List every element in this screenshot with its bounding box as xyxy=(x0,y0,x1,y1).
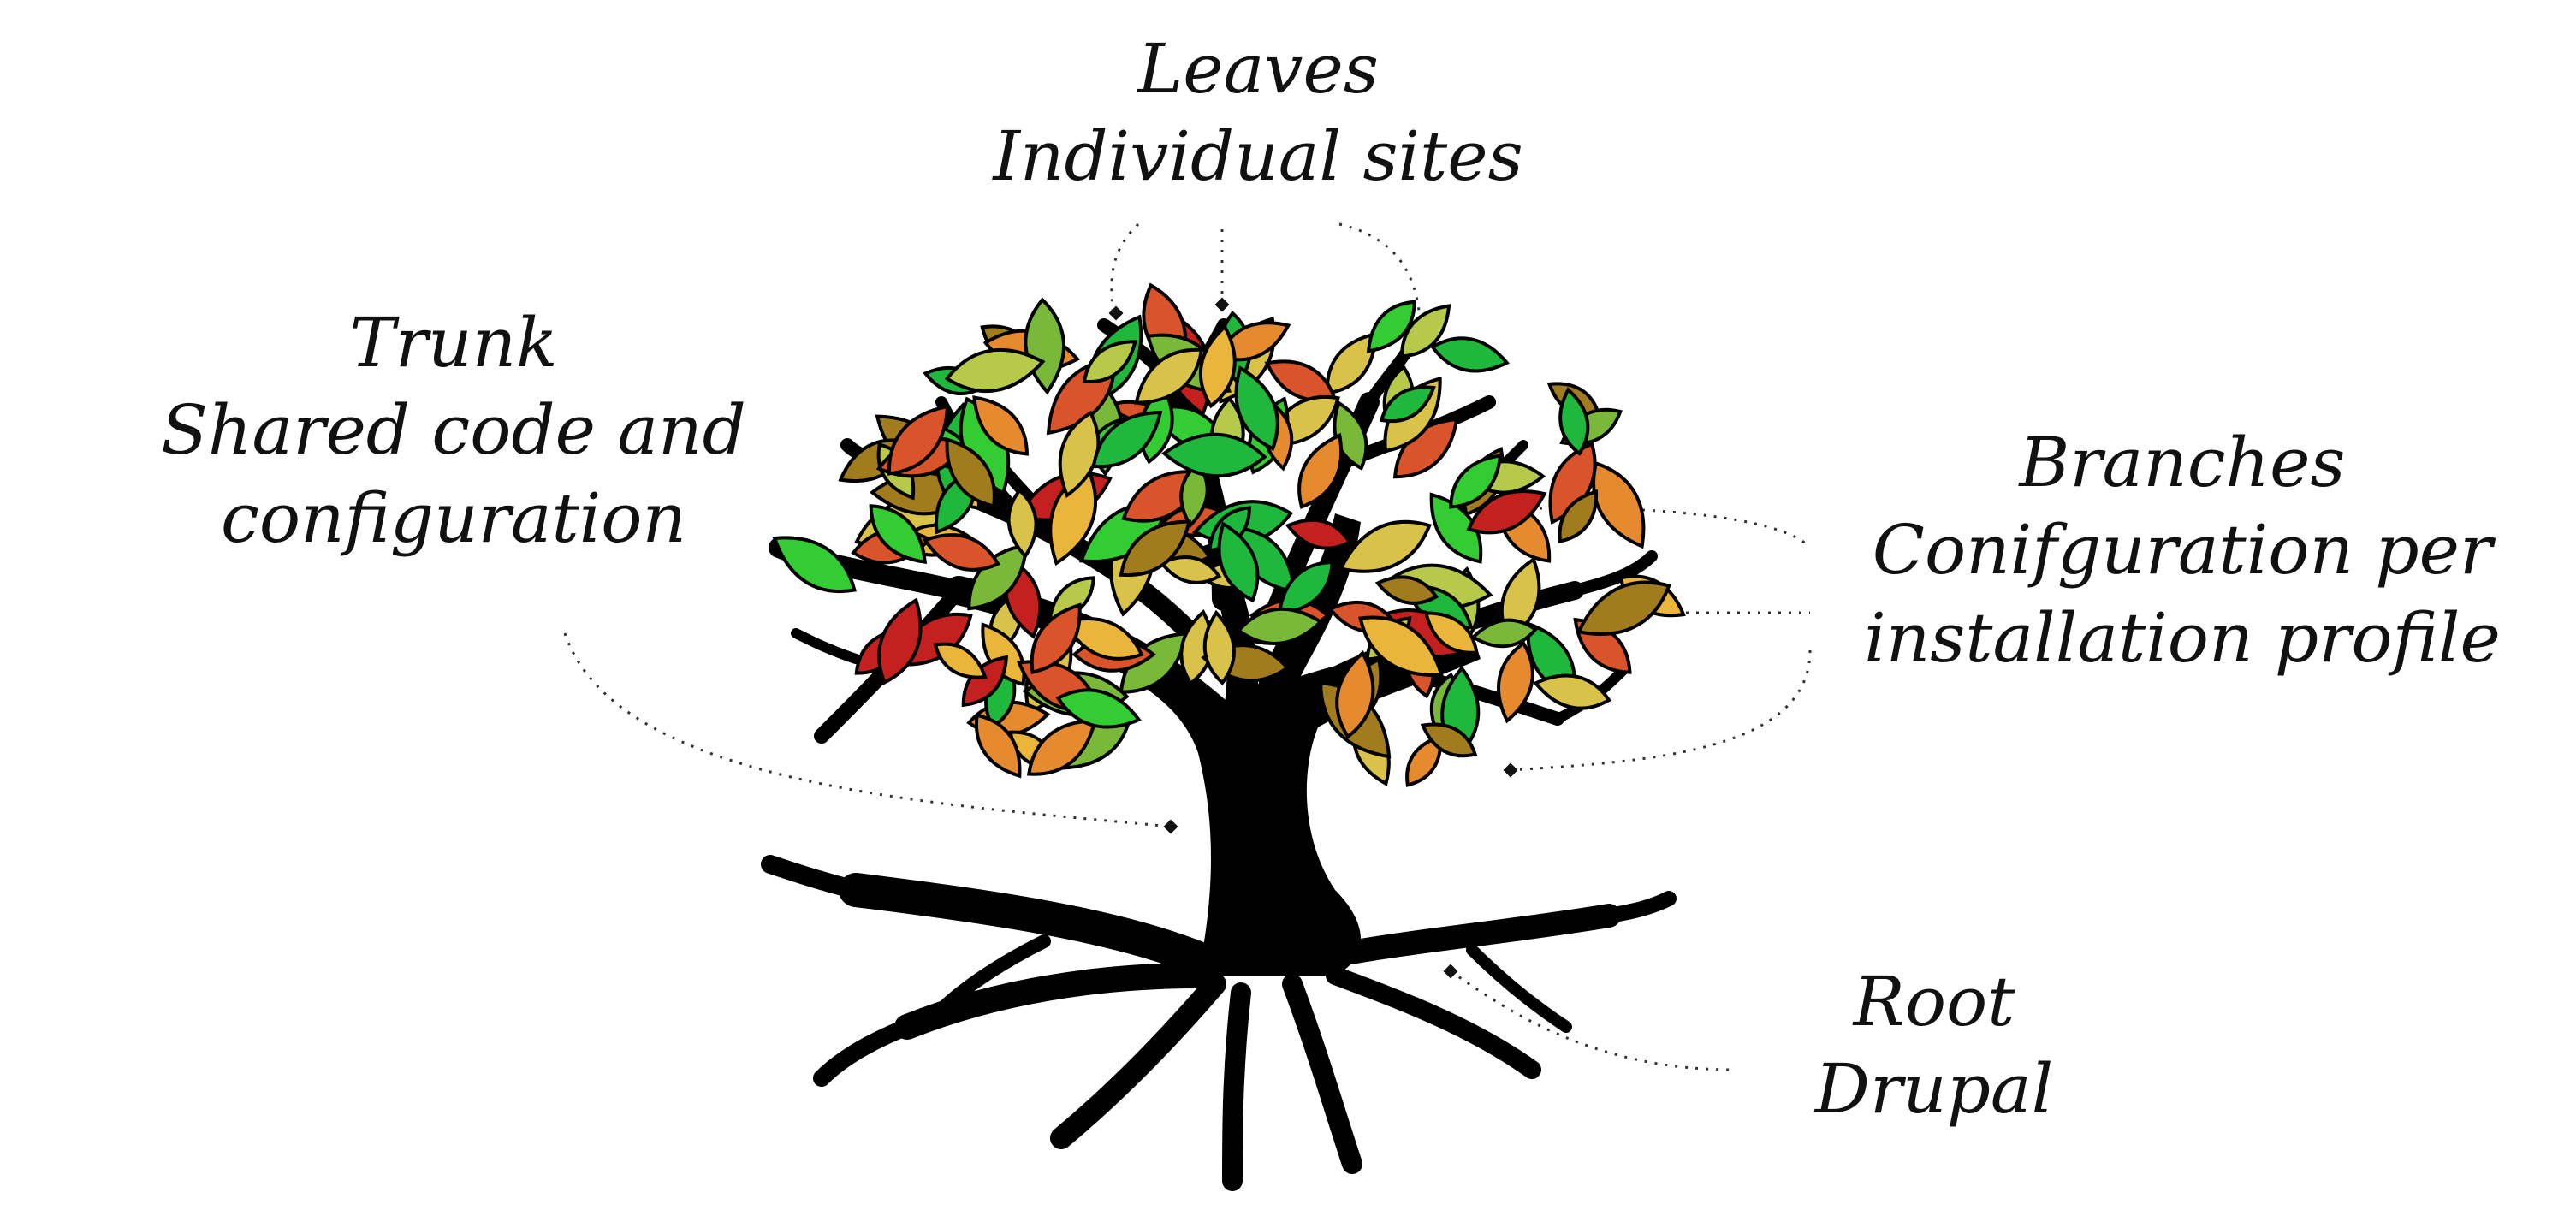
leaf xyxy=(1405,734,1443,787)
leaf xyxy=(1366,300,1416,353)
label-leaves: Leaves Individual sites xyxy=(864,26,1652,201)
leaf xyxy=(1062,617,1144,661)
leaf xyxy=(1134,347,1204,405)
leaf xyxy=(1026,719,1097,776)
leaf xyxy=(1558,387,1590,456)
leaf xyxy=(1338,519,1432,573)
leaf xyxy=(1576,580,1671,636)
leaf xyxy=(1082,340,1137,383)
leaf xyxy=(1202,609,1236,685)
label-root: Root Drupal xyxy=(1695,958,2174,1134)
leaf xyxy=(1497,640,1534,724)
tree-roots xyxy=(761,855,1677,1191)
leaf xyxy=(1161,432,1267,478)
label-branches: Branches Conifguration per installation … xyxy=(1797,419,2567,682)
connector-leaves-left xyxy=(1110,222,1140,316)
leaf xyxy=(1449,454,1503,509)
leaf xyxy=(944,347,1046,394)
leaf xyxy=(1091,410,1163,469)
leaf xyxy=(869,504,928,565)
leaf xyxy=(1030,602,1082,674)
leaf xyxy=(1024,297,1065,395)
leaf xyxy=(1399,304,1451,359)
label-trunk: Trunk Shared code and configuration xyxy=(86,300,822,562)
leaf xyxy=(922,533,1000,572)
leaf xyxy=(877,597,923,685)
leaf xyxy=(961,655,1009,708)
leaf xyxy=(967,543,1029,611)
root-title: Root xyxy=(1853,962,2015,1041)
leaf xyxy=(1119,519,1192,578)
branches-title: Branches xyxy=(2019,423,2346,502)
trunk-line-1: Shared code and xyxy=(161,390,746,471)
leaf xyxy=(972,395,1029,456)
leaf xyxy=(1466,489,1547,535)
branches-line-1: Conifguration per xyxy=(1872,510,2493,590)
leaf xyxy=(933,642,988,679)
branches-line-2: installation profile xyxy=(1864,597,2501,678)
root-subtitle: Drupal xyxy=(1814,1049,2054,1130)
tree-trunk xyxy=(1078,513,1481,976)
leaf xyxy=(1358,615,1445,677)
leaf xyxy=(1159,555,1222,584)
leaf xyxy=(1423,611,1479,655)
leaf xyxy=(1558,489,1599,543)
leaf xyxy=(1236,607,1324,645)
trunk-title: Trunk xyxy=(349,303,558,383)
leaf xyxy=(974,713,1022,779)
leaf xyxy=(1592,460,1646,549)
leaves-subtitle: Individual sites xyxy=(993,116,1523,197)
leaf xyxy=(1055,688,1142,729)
leaf xyxy=(1198,323,1237,409)
leaf xyxy=(1379,385,1436,424)
leaf xyxy=(1430,336,1510,373)
leaf xyxy=(1006,488,1038,559)
leaf xyxy=(1533,673,1611,710)
tree-leaves xyxy=(772,282,1686,787)
trunk-line-2: configuration xyxy=(221,477,686,558)
leaf xyxy=(1285,518,1352,550)
leaf xyxy=(1374,575,1439,605)
leaf xyxy=(945,437,996,508)
leaf xyxy=(1217,521,1260,603)
leaves-title: Leaves xyxy=(1137,29,1379,109)
leaf xyxy=(1470,618,1539,649)
leaf xyxy=(1335,649,1375,739)
leaf xyxy=(1058,410,1101,498)
leaf xyxy=(1277,560,1334,616)
leaf xyxy=(1297,432,1344,509)
connector-trunk xyxy=(563,632,1172,828)
leaf xyxy=(1420,722,1478,758)
leaf xyxy=(887,404,950,476)
leaf xyxy=(1234,365,1279,451)
leaf xyxy=(772,536,857,593)
leaf xyxy=(981,622,1026,687)
